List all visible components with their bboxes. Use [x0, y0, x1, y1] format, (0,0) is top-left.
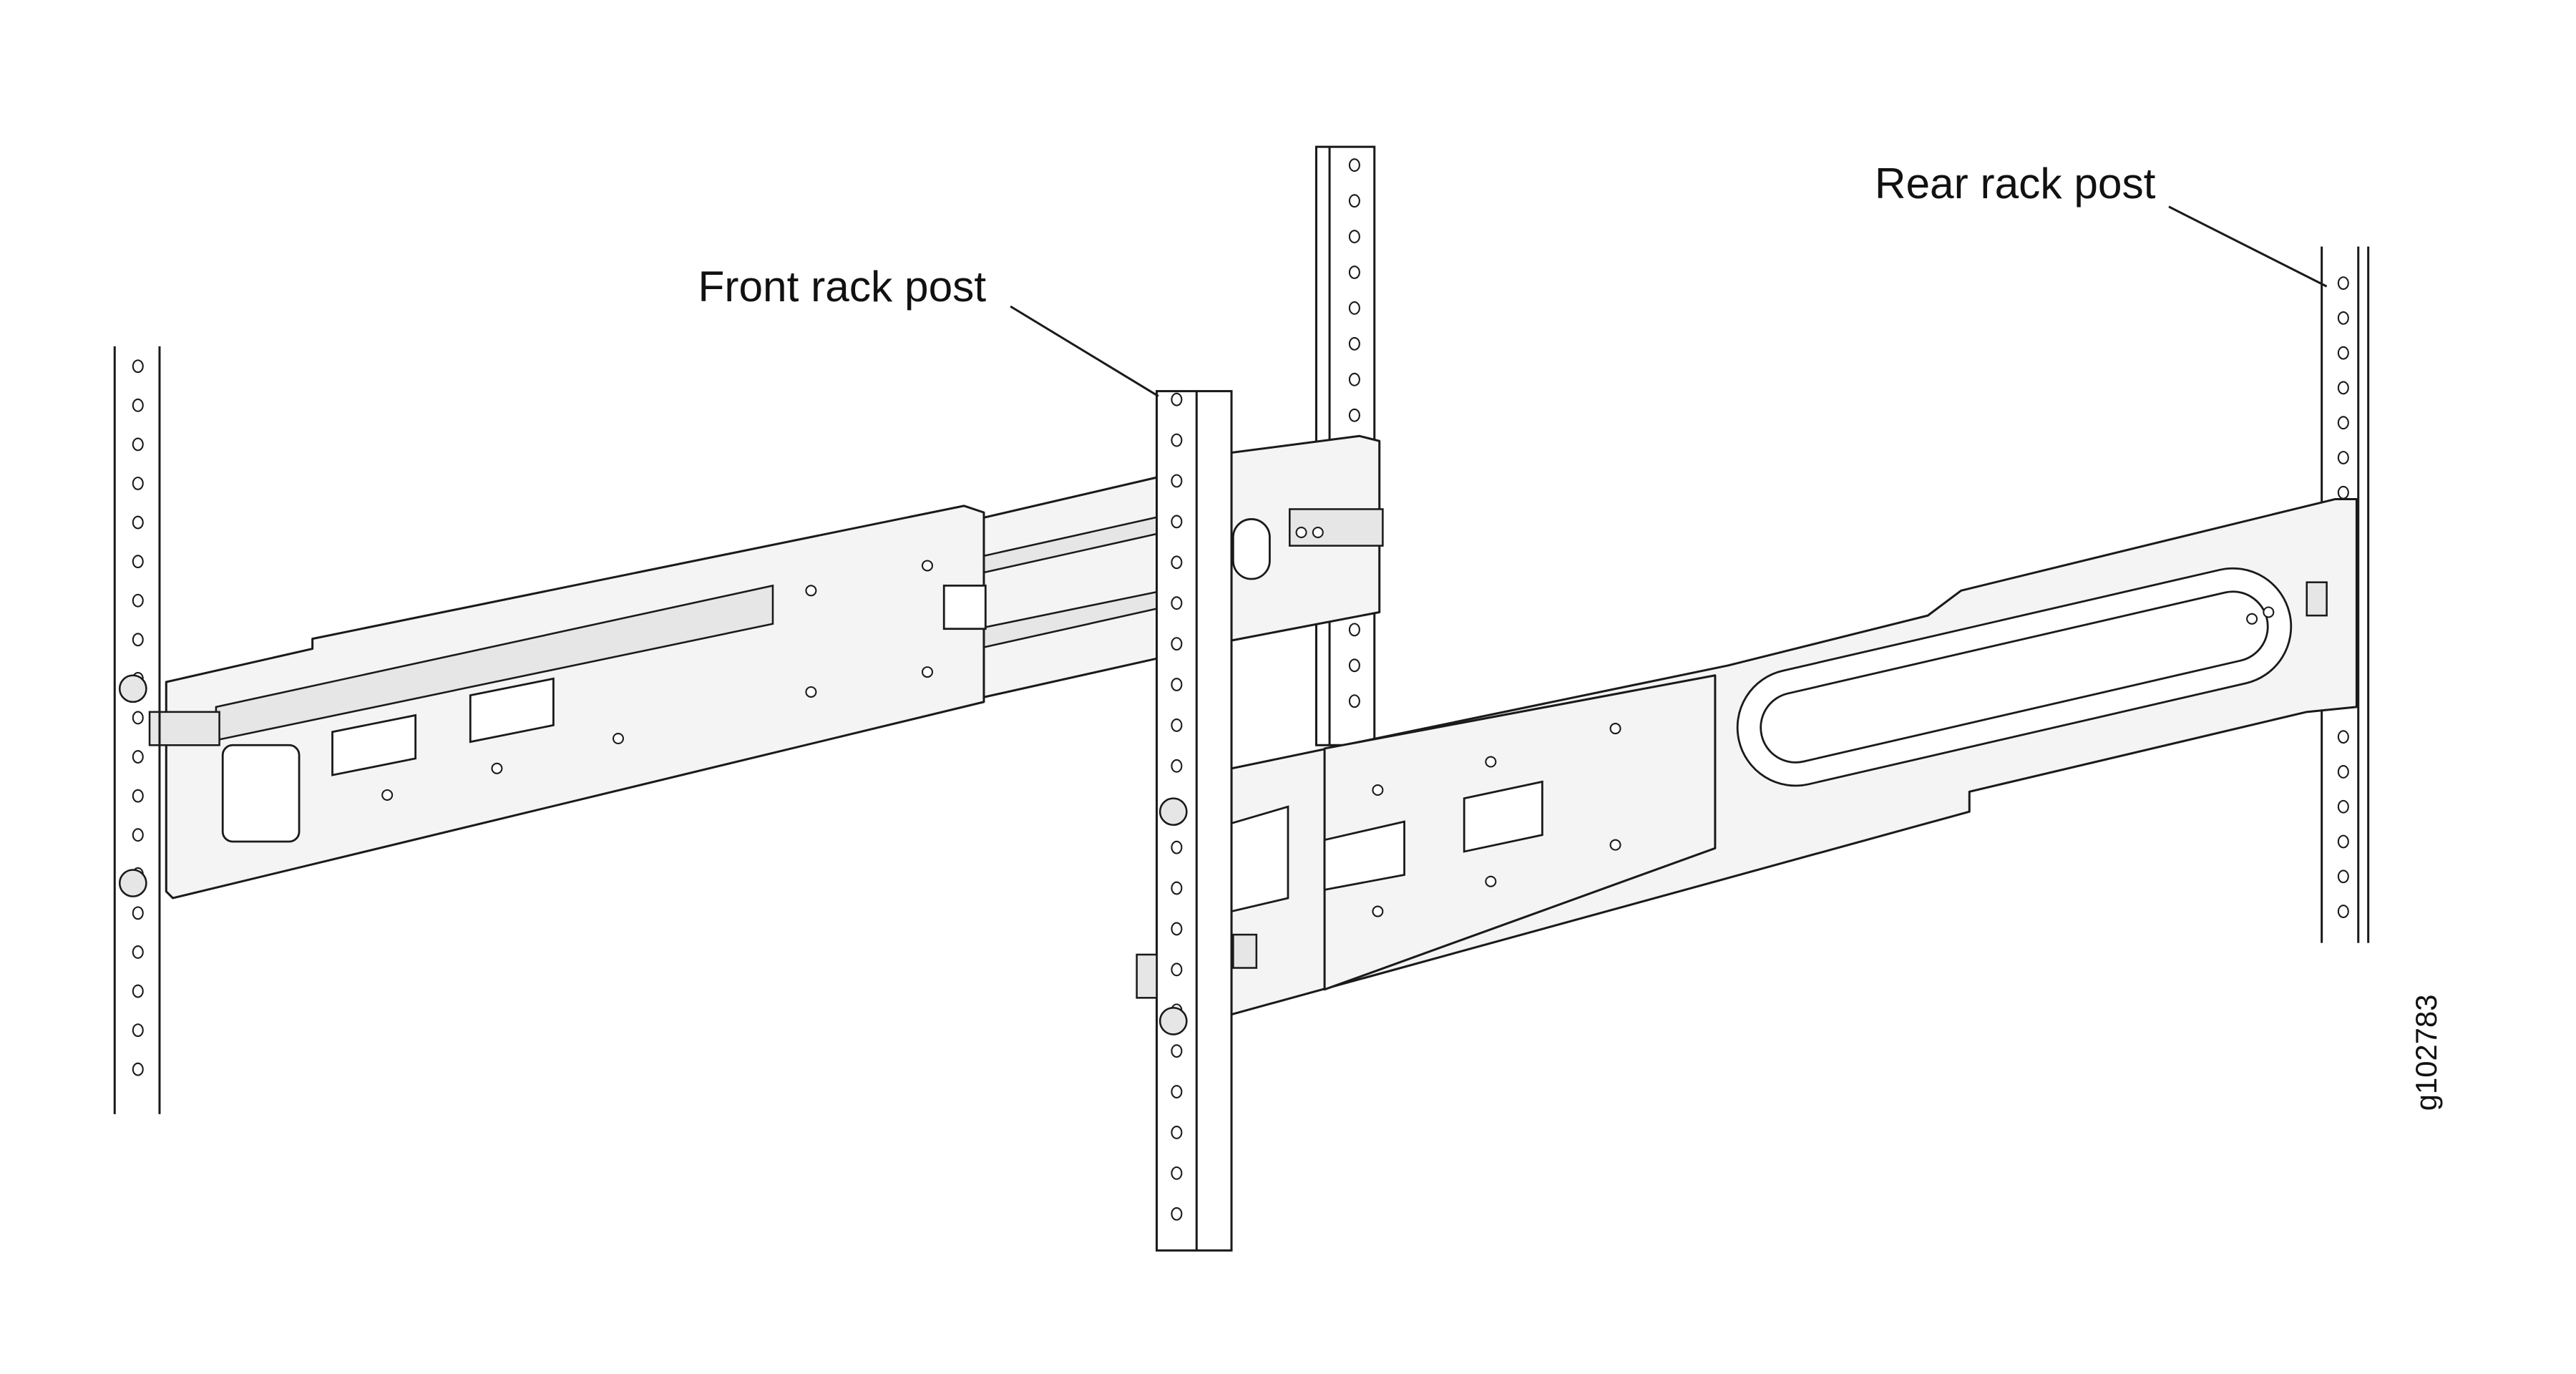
- left-rail-rear-bracket: [1230, 434, 1384, 642]
- mounting-hole: [2337, 276, 2349, 291]
- mounting-hole: [1348, 658, 1360, 673]
- mounting-hole: [2337, 451, 2349, 464]
- front-rack-post-callout: Front rack post: [698, 262, 1159, 397]
- mounting-hole: [2337, 730, 2349, 744]
- mounting-hole: [1348, 372, 1360, 386]
- mounting-hole: [2337, 311, 2349, 325]
- mounting-hole: [132, 633, 144, 647]
- mounting-hole: [2337, 905, 2349, 918]
- right-rail: [1230, 498, 2358, 1016]
- mounting-hole: [132, 789, 144, 803]
- mounting-hole: [1171, 678, 1183, 691]
- mounting-hole: [1171, 922, 1183, 936]
- mounting-hole: [1171, 596, 1183, 610]
- mounting-hole: [132, 984, 144, 998]
- mounting-hole: [1171, 392, 1183, 406]
- left-rail: [148, 474, 1165, 900]
- mounting-hole: [132, 359, 144, 374]
- front-rack-post: [1136, 390, 1233, 1252]
- rear-rack-post-callout: Rear rack post: [1875, 159, 2328, 288]
- mounting-hole: [1171, 1126, 1183, 1139]
- mounting-hole: [2337, 765, 2349, 779]
- mounting-hole: [132, 750, 144, 764]
- mounting-hole: [1171, 840, 1183, 854]
- mounting-hole: [132, 906, 144, 920]
- mounting-hole: [1348, 408, 1360, 422]
- mounting-hole: [132, 945, 144, 959]
- mounting-hole: [132, 555, 144, 569]
- mounting-hole: [1171, 718, 1183, 732]
- mounting-hole: [2337, 416, 2349, 430]
- mounting-hole: [1171, 1085, 1183, 1098]
- mounting-hole: [132, 711, 144, 725]
- mounting-hole: [1348, 694, 1360, 708]
- mounting-hole: [1348, 301, 1360, 315]
- mounting-hole: [2337, 799, 2349, 814]
- mounting-hole: [132, 477, 144, 490]
- rear-rack-post-label: Rear rack post: [1875, 159, 2156, 208]
- mounting-hole: [1348, 623, 1360, 637]
- mounting-hole: [1348, 194, 1360, 208]
- mounting-hole: [132, 398, 144, 412]
- front-rack-post-label: Front rack post: [698, 262, 986, 311]
- mounting-hole: [1171, 433, 1183, 447]
- mounting-hole: [2337, 485, 2349, 500]
- mounting-hole: [1348, 336, 1360, 351]
- figure-id: g102783: [2409, 995, 2443, 1111]
- mounting-hole: [132, 828, 144, 842]
- mounting-hole: [1171, 881, 1183, 895]
- mounting-hole: [132, 1062, 144, 1076]
- mounting-hole: [2337, 346, 2349, 360]
- left-rack-post: [113, 346, 161, 1114]
- mounting-hole: [132, 515, 144, 530]
- mounting-hole: [1171, 1044, 1183, 1058]
- mounting-hole: [132, 593, 144, 608]
- mounting-hole: [2337, 834, 2349, 849]
- mounting-hole: [2337, 381, 2349, 395]
- mounting-hole: [1171, 637, 1183, 651]
- mounting-hole: [1171, 474, 1183, 488]
- mounting-hole: [1171, 555, 1183, 570]
- mounting-hole: [1348, 265, 1360, 279]
- mounting-hole: [1171, 759, 1183, 773]
- mounting-hole: [1171, 515, 1183, 529]
- mounting-hole: [1171, 1166, 1183, 1180]
- mounting-hole: [132, 437, 144, 452]
- mounting-hole: [1348, 230, 1360, 243]
- mounting-hole: [1171, 1207, 1183, 1221]
- mounting-hole: [1348, 158, 1360, 172]
- mounting-hole: [1171, 963, 1183, 977]
- mounting-hole: [132, 1023, 144, 1038]
- mounting-hole: [2337, 869, 2349, 884]
